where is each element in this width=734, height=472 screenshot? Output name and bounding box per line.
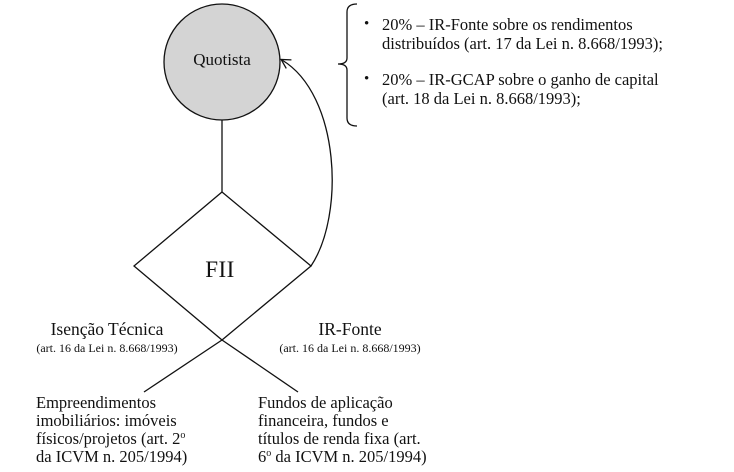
fundos-text: Fundos de aplicação financeira, fundos e… (258, 394, 427, 466)
text-line: Empreendimentos (36, 393, 157, 412)
branch-title: Isenção Técnica (50, 319, 164, 339)
return-arrow (279, 58, 333, 267)
tax-item-line: distribuídos (art. 17 da Lei n. 8.668/19… (382, 34, 663, 53)
text-line: imobiliários: imóveis (36, 411, 177, 430)
text-line: físicos/projetos (art. 2o (36, 430, 187, 448)
left-branch-line (143, 339, 223, 393)
branch-citation: (art. 16 da Lei n. 8.668/1993) (279, 341, 421, 355)
tax-item-line: 20% – IR-Fonte sobre os rendimentos (382, 15, 633, 34)
ir-fonte-label: IR-Fonte (art. 16 da Lei n. 8.668/1993) (250, 318, 450, 356)
text-line: da ICVM n. 205/1994) (36, 447, 188, 466)
text-fragment: da ICVM n. 205/1994) (271, 447, 427, 466)
ordinal-marker: o (266, 448, 272, 459)
tax-brace (337, 3, 358, 127)
right-branch-line (221, 339, 299, 393)
tax-item-line: (art. 18 da Lei n. 8.668/1993); (382, 89, 581, 108)
fii-label: FII (205, 257, 235, 282)
bullet-icon: • (364, 16, 370, 32)
empreendimentos-text: Empreendimentos imobiliários: imóveis fí… (36, 394, 187, 466)
tax-item-line: 20% – IR-GCAP sobre o ganho de capital (382, 70, 659, 89)
bullet-icon: • (364, 71, 370, 87)
tax-item-irfonte: • 20% – IR-Fonte sobre os rendimentos di… (362, 15, 663, 53)
text-fragment: 6 (258, 447, 267, 466)
tax-item-irgcap: • 20% – IR-GCAP sobre o ganho de capital… (362, 70, 663, 108)
isencao-tecnica-label: Isenção Técnica (art. 16 da Lei n. 8.668… (18, 318, 196, 356)
ordinal-marker: o (180, 430, 186, 441)
text-line: financeira, fundos e (258, 411, 389, 430)
tax-list: • 20% – IR-Fonte sobre os rendimentos di… (362, 15, 663, 125)
quotista-label: Quotista (193, 50, 251, 69)
text-fragment: físicos/projetos (art. 2 (36, 429, 181, 448)
text-line: títulos de renda fixa (art. (258, 429, 421, 448)
text-line: Fundos de aplicação (258, 393, 393, 412)
text-line: 6o da ICVM n. 205/1994) (258, 448, 427, 466)
branch-citation: (art. 16 da Lei n. 8.668/1993) (36, 341, 178, 355)
branch-title: IR-Fonte (318, 319, 382, 339)
